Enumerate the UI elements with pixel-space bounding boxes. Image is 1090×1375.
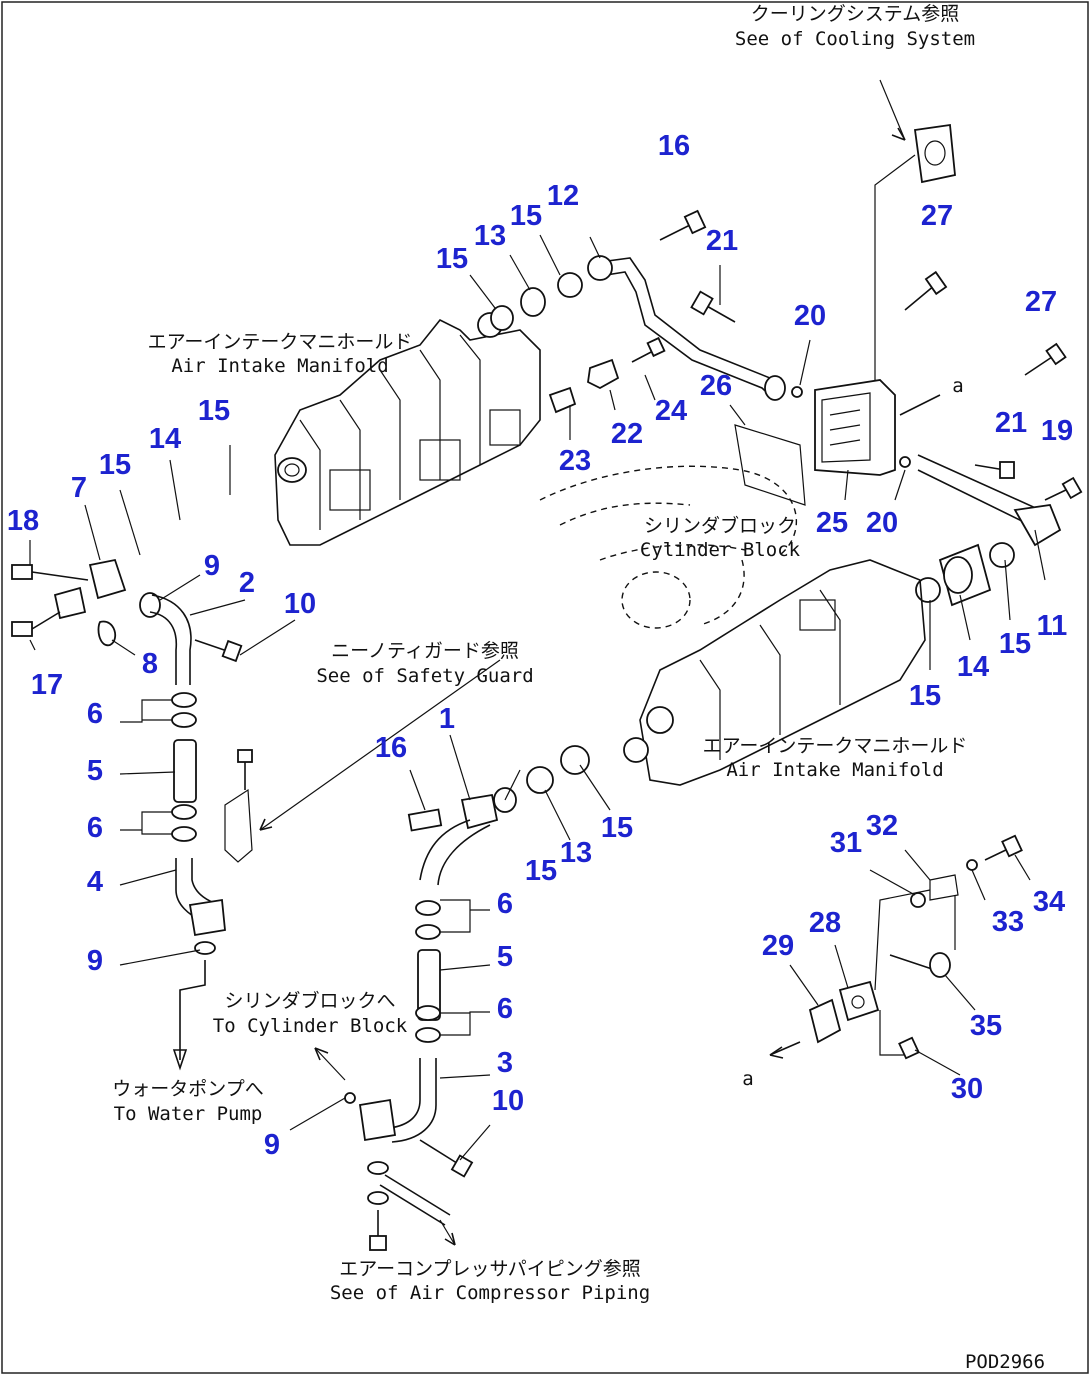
callout-19: 19 xyxy=(1041,415,1073,447)
ref-a-upper: a xyxy=(952,375,963,397)
callout-9-left-bottom: 9 xyxy=(87,945,103,977)
callout-15-lower-b: 15 xyxy=(525,855,557,887)
callout-13-lower: 13 xyxy=(560,837,592,869)
cooling-connection-drawing xyxy=(734,123,1083,607)
callout-5-left: 5 xyxy=(87,755,103,787)
callout-12: 12 xyxy=(547,180,579,212)
callout-15-upper-b: 15 xyxy=(436,243,468,275)
callout-20-lower: 20 xyxy=(866,507,898,539)
note-guard-jp: ニーノティガード参照 xyxy=(331,640,519,662)
callout-15-upper-a: 15 xyxy=(510,200,542,232)
leader-lines xyxy=(29,79,1046,1246)
callout-24: 24 xyxy=(655,395,687,427)
note-lower-intake-en: Air Intake Manifold xyxy=(726,759,943,781)
callout-2: 2 xyxy=(239,567,255,599)
callout-15-right-b: 15 xyxy=(909,680,941,712)
callout-17: 17 xyxy=(31,669,63,701)
note-pump-en: To Water Pump xyxy=(114,1103,263,1125)
callout-13-upper: 13 xyxy=(474,220,506,252)
callout-21-upper: 21 xyxy=(706,225,738,257)
callout-35: 35 xyxy=(970,1010,1002,1042)
callout-5-center: 5 xyxy=(497,941,513,973)
callout-14-left: 14 xyxy=(149,423,181,455)
callout-20-upper: 20 xyxy=(794,300,826,332)
callout-6-left-a: 6 xyxy=(87,698,103,730)
callout-26: 26 xyxy=(700,370,732,402)
callout-21-right: 21 xyxy=(995,407,1027,439)
callout-16-lower: 16 xyxy=(375,732,407,764)
callout-9-left-top: 9 xyxy=(204,550,220,582)
callout-7: 7 xyxy=(71,472,87,504)
callout-16-top: 16 xyxy=(658,130,690,162)
upper-water-pipe-drawing xyxy=(490,209,803,414)
callout-8: 8 xyxy=(142,648,158,680)
note-cooling-en: See of Cooling System xyxy=(735,28,975,50)
callout-29: 29 xyxy=(762,930,794,962)
note-compressor-jp: エアーコンプレッサパイピング参照 xyxy=(339,1258,641,1280)
callout-30: 30 xyxy=(951,1073,983,1105)
callout-6-center-a: 6 xyxy=(497,888,513,920)
callout-11: 11 xyxy=(1037,610,1068,642)
lower-water-pipe-drawing xyxy=(344,793,499,1251)
callout-6-center-b: 6 xyxy=(497,993,513,1025)
callout-18: 18 xyxy=(7,505,39,537)
lower-right-assembly-drawing xyxy=(769,834,1023,1060)
drawing-code: POD2966 xyxy=(965,1351,1045,1373)
callout-23: 23 xyxy=(559,445,591,477)
callout-22: 22 xyxy=(611,418,643,450)
callout-3: 3 xyxy=(497,1047,513,1079)
note-block-en: Cylinder Block xyxy=(640,539,801,561)
note-upper-intake-jp: エアーインテークマニホールド xyxy=(148,331,413,353)
callout-10-left: 10 xyxy=(284,588,316,620)
callout-14-right: 14 xyxy=(957,651,989,683)
left-water-pipe-drawing xyxy=(11,558,253,1071)
note-to-block-jp: シリンダブロックへ xyxy=(224,989,395,1012)
callout-34: 34 xyxy=(1033,886,1065,918)
callout-27-a: 27 xyxy=(921,200,953,232)
note-block-jp: シリンダブロック xyxy=(644,514,796,537)
note-compressor-en: See of Air Compressor Piping xyxy=(330,1282,650,1304)
note-guard-en: See of Safety Guard xyxy=(316,665,533,687)
callout-1: 1 xyxy=(439,703,455,735)
callout-25: 25 xyxy=(816,507,848,539)
callout-15-lower-a: 15 xyxy=(601,812,633,844)
callout-33: 33 xyxy=(992,906,1024,938)
callout-9-center: 9 xyxy=(264,1129,280,1161)
callout-15-left-b: 15 xyxy=(99,449,131,481)
note-pump-jp: ウォータポンプへ xyxy=(112,1078,263,1100)
callout-28: 28 xyxy=(809,907,841,939)
callout-27-b: 27 xyxy=(1025,286,1057,318)
callout-31: 31 xyxy=(830,827,862,859)
ref-a-lower: a xyxy=(742,1068,753,1090)
callout-15-left-a: 15 xyxy=(198,395,230,427)
note-lower-intake-jp: エアーインテークマニホールド xyxy=(703,735,968,757)
callout-numbers: 16 12 15 13 15 21 27 27 20 24 26 22 23 2… xyxy=(7,130,1073,1161)
callout-32: 32 xyxy=(866,810,898,842)
note-to-block-en: To Cylinder Block xyxy=(213,1015,408,1037)
callout-4: 4 xyxy=(87,866,103,898)
annotation-notes: クーリングシステム参照 See of Cooling System エアーインテ… xyxy=(112,3,1045,1373)
callout-6-left-b: 6 xyxy=(87,812,103,844)
cylinder-block-drawing xyxy=(539,465,797,629)
callout-15-right-a: 15 xyxy=(999,628,1031,660)
note-upper-intake-en: Air Intake Manifold xyxy=(171,355,388,377)
callout-10-center: 10 xyxy=(492,1085,524,1117)
note-cooling-jp: クーリングシステム参照 xyxy=(751,3,959,25)
